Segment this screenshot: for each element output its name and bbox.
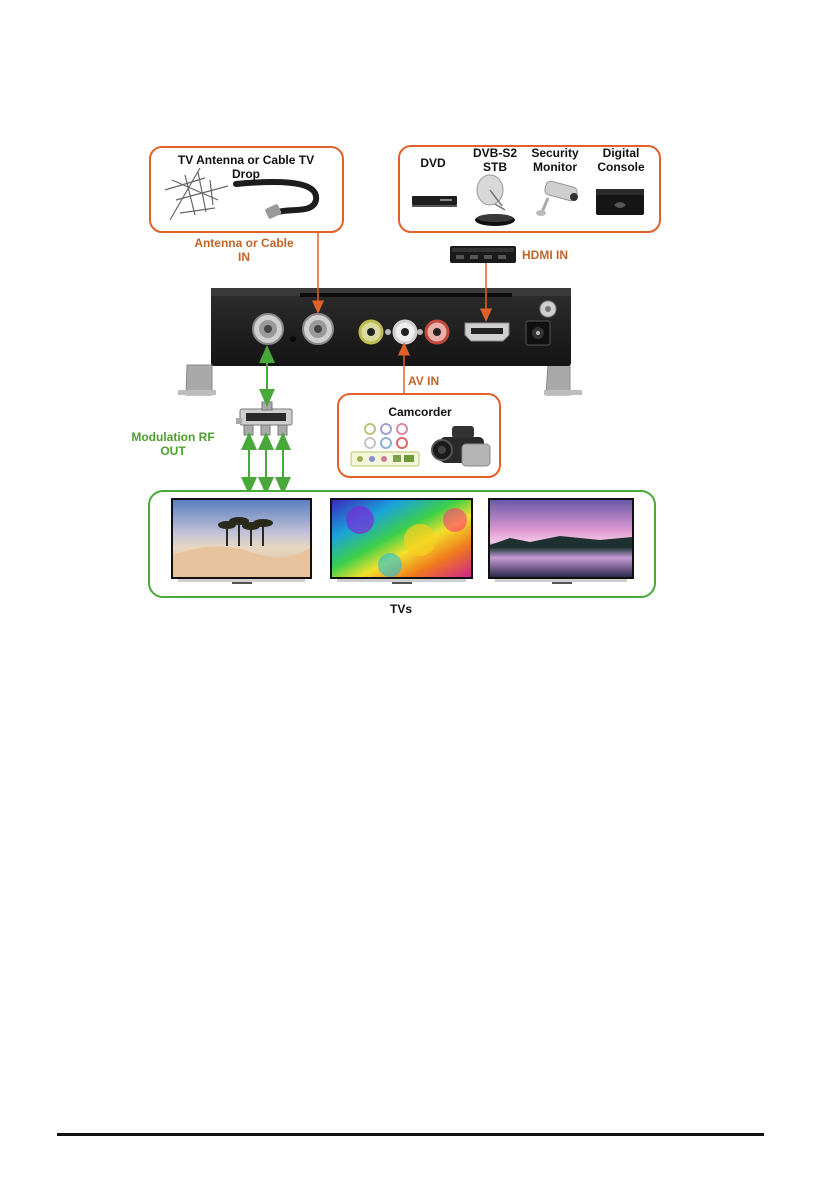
tvs-label: TVs <box>390 602 412 616</box>
footer-divider <box>57 1133 764 1136</box>
antenna-box-title-line2: Drop <box>232 167 260 181</box>
console-label-line2: Console <box>597 160 645 174</box>
security-label-line2: Monitor <box>533 160 577 174</box>
antenna-in-label-line2: IN <box>238 250 250 264</box>
console-label-line1: Digital <box>603 146 640 160</box>
dvd-player-icon <box>412 196 457 207</box>
dvd-label: DVD <box>420 156 446 170</box>
hdmi-sources-box: DVD DVB-S2 STB Security Monitor Digital … <box>399 146 660 232</box>
indicator-led <box>417 329 423 335</box>
mod-rf-label-line2: OUT <box>160 444 186 458</box>
security-label-line1: Security <box>531 146 579 160</box>
game-console-icon <box>596 189 644 215</box>
rca-audio-right-jack <box>426 321 448 343</box>
tv-desert <box>171 498 312 584</box>
hdmi-in-label: HDMI IN <box>522 248 568 262</box>
ground-screw <box>540 301 556 317</box>
rca-audio-left-jack <box>394 321 416 343</box>
rca-video-jack <box>360 321 382 343</box>
stb-label-line1: DVB-S2 <box>473 146 517 160</box>
av-in-label: AV IN <box>408 374 439 388</box>
rf-splitter-icon <box>236 402 292 435</box>
modulator-device <box>178 288 582 395</box>
rf-out-port <box>253 314 283 344</box>
mod-rf-label-line1: Modulation RF <box>131 430 214 444</box>
camcorder-source-box: Camcorder <box>338 394 500 477</box>
stb-label-line2: STB <box>483 160 507 174</box>
camcorder-label: Camcorder <box>388 405 452 419</box>
tv-lake <box>488 498 634 584</box>
set-top-box-icon <box>475 214 515 226</box>
rf-in-port <box>303 314 333 344</box>
hdmi-port <box>465 323 509 341</box>
tvs-output-box: TVs <box>149 491 655 616</box>
indicator-led <box>385 329 391 335</box>
antenna-in-label-line1: Antenna or Cable <box>194 236 294 250</box>
tv-color-splash <box>330 498 473 584</box>
indicator-led <box>290 336 296 342</box>
hdmi-splitter-icon <box>450 246 516 263</box>
power-jack <box>526 321 550 345</box>
antenna-box-title-line1: TV Antenna or Cable TV <box>178 153 314 167</box>
antenna-source-box: TV Antenna or Cable TV Drop <box>150 147 343 232</box>
